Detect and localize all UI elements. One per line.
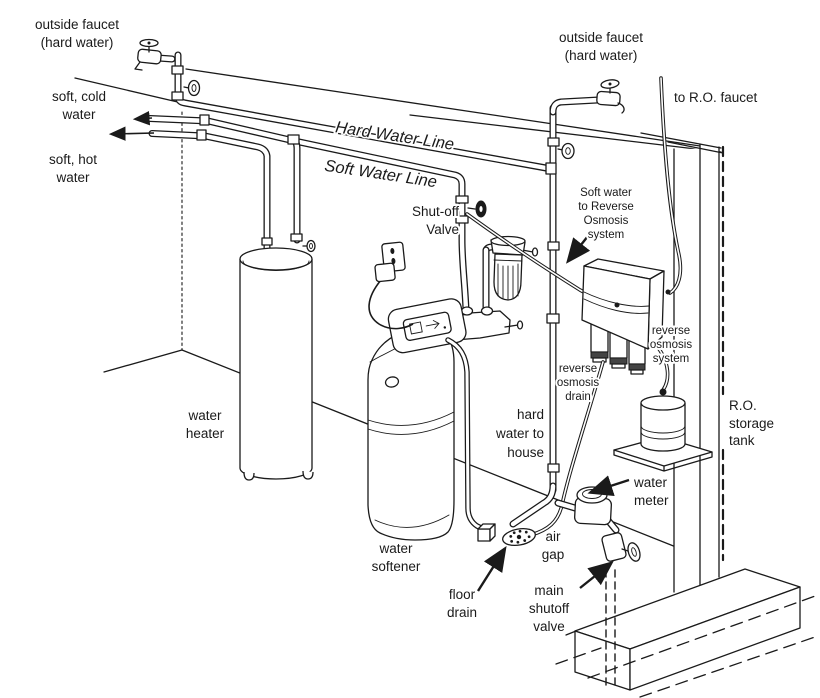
heater-foot-left (243, 471, 255, 481)
heater-foot-right (302, 470, 314, 480)
soft-hot-arrow-icon (108, 126, 155, 141)
faucet-shutoff-handle (187, 79, 201, 97)
svg-text:osmosis: osmosis (650, 339, 692, 351)
svg-text:Osmosis: Osmosis (584, 215, 629, 227)
outside-faucet-left (134, 38, 201, 101)
shut-off-valve (455, 195, 487, 224)
svg-text:(hard water): (hard water) (565, 48, 638, 63)
main-shutoff-valve (601, 532, 641, 691)
label-to-ro-faucet: to R.O. faucet (674, 90, 758, 105)
label-shut-off-valve: Shut-off (412, 204, 459, 219)
water-meter-arrow-icon (587, 475, 630, 496)
svg-text:system: system (588, 229, 624, 241)
svg-text:system: system (653, 353, 689, 365)
label-reverse-osmosis-drain: reverse (559, 363, 597, 375)
svg-text:tank: tank (729, 433, 755, 448)
floor-drain (502, 527, 536, 547)
label-outside-faucet-left: outside faucet (35, 17, 119, 32)
heater-pipe-fittings (261, 233, 316, 253)
svg-text:heater: heater (186, 426, 225, 441)
svg-text:house: house (507, 445, 544, 460)
power-plug (374, 262, 396, 283)
main-shutoff-handle (627, 542, 641, 562)
svg-text:to Reverse: to Reverse (578, 201, 634, 213)
label-floor-drain: floor (449, 587, 476, 602)
ro-head-front (581, 265, 651, 350)
ro-tank-tube (654, 343, 670, 392)
electrical-outlet (368, 241, 414, 330)
soft-water-line-pipes (146, 114, 470, 314)
label-soft-cold-water: soft, cold (52, 89, 106, 104)
faucet-spout (617, 102, 625, 114)
sediment-filter (482, 235, 539, 316)
label-outside-faucet-right: outside faucet (559, 30, 643, 45)
svg-text:Valve: Valve (426, 222, 459, 237)
label-water-heater: water (187, 408, 222, 423)
ro-storage-tank (613, 388, 713, 472)
label-hard-water-line: Hard Water Line (334, 118, 455, 154)
svg-text:(hard water): (hard water) (41, 35, 114, 50)
water-softener (367, 298, 467, 541)
outside-faucet-right (549, 79, 625, 116)
svg-text:valve: valve (533, 619, 565, 634)
label-main-shutoff-valve: main (534, 583, 563, 598)
label-water-softener: water (378, 541, 413, 556)
soft-cold-arrow-icon (132, 110, 153, 126)
svg-text:water: water (55, 170, 90, 185)
reverse-osmosis-unit (581, 258, 671, 375)
svg-text:meter: meter (634, 493, 669, 508)
label-air-gap: air (545, 529, 561, 544)
air-gap-fitting (477, 523, 496, 542)
label-water-meter: water (633, 475, 668, 490)
label-hard-water-to-house: hard (517, 407, 544, 422)
softener-drain-hose (445, 337, 484, 531)
water-heater (239, 247, 314, 481)
svg-text:softener: softener (372, 559, 421, 574)
label-ro-storage-tank: R.O. (729, 398, 757, 413)
main-shutoff-arrow-icon (579, 561, 614, 589)
power-cord (368, 279, 414, 330)
brine-well-cap (384, 376, 400, 388)
svg-text:shutoff: shutoff (529, 601, 570, 616)
label-reverse-osmosis-system: reverse (652, 325, 690, 337)
label-soft-hot-water: soft, hot (49, 152, 97, 167)
ro-faucet-tube (659, 76, 683, 295)
hard-water-line-pipe (174, 51, 550, 172)
svg-text:gap: gap (542, 547, 565, 562)
faucet-spout (134, 61, 143, 71)
svg-text:water: water (61, 107, 96, 122)
floor-drain-arrow-icon (476, 545, 507, 592)
hard-water-riser (509, 104, 575, 528)
floor-slab (555, 568, 819, 698)
svg-text:osmosis: osmosis (557, 377, 599, 389)
label-soft-water-to-ro: Soft water (580, 187, 632, 199)
riser-valve-handle (561, 142, 575, 160)
water-meter (554, 486, 620, 534)
svg-text:drain: drain (447, 605, 477, 620)
partition-wall (640, 132, 725, 593)
ro-drain-tube (529, 360, 605, 537)
svg-text:storage: storage (729, 416, 774, 431)
tank-valve (659, 388, 667, 396)
svg-text:drain: drain (565, 391, 591, 403)
svg-text:water to: water to (495, 426, 544, 441)
soft-to-ro-arrow-icon (566, 235, 591, 264)
annotation-arrows (108, 110, 630, 592)
